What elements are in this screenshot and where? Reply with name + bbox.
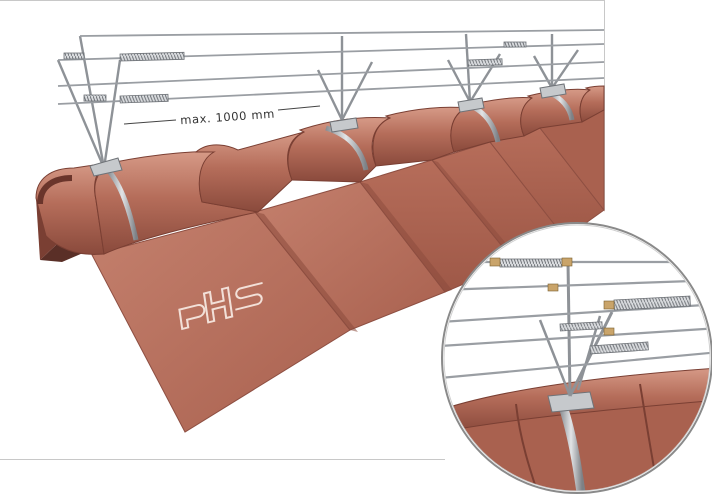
phs-logo bbox=[178, 281, 263, 331]
detail-magnifier bbox=[441, 222, 712, 494]
spring-absorbers bbox=[63, 41, 527, 104]
wire-ropes bbox=[57, 29, 605, 105]
dimension-label: max. 1000 mm bbox=[180, 107, 276, 128]
bracket-bases bbox=[89, 83, 567, 177]
stanchions bbox=[56, 33, 579, 169]
dimension-indicator: max. 1000 mm bbox=[123, 105, 321, 128]
